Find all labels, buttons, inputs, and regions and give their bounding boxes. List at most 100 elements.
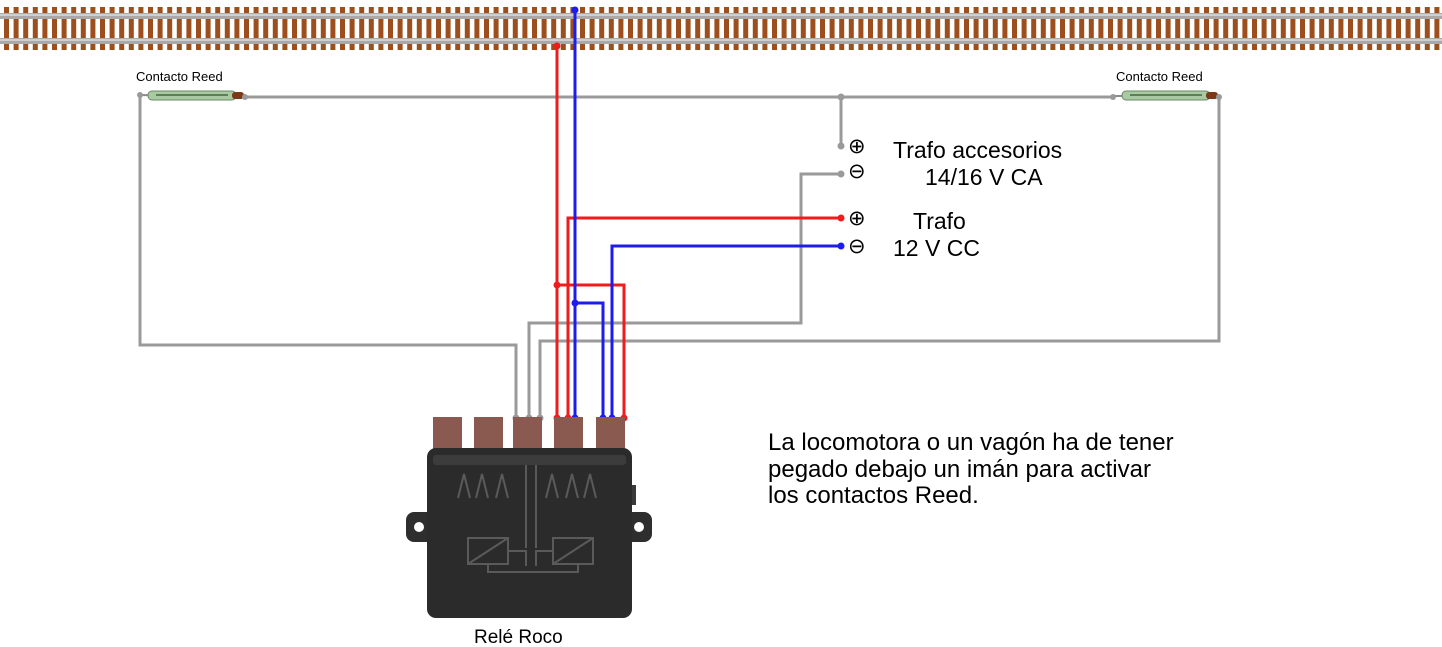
- track-tie: [186, 7, 192, 50]
- track-tie: [541, 7, 547, 50]
- track-tie: [820, 7, 825, 50]
- track-tie: [1136, 7, 1142, 50]
- track-tie: [589, 7, 595, 50]
- track-tie: [1252, 7, 1257, 50]
- trafo-label: Trafo: [913, 208, 966, 234]
- track-tie: [944, 7, 950, 50]
- note-text: La locomotora o un vagón ha de tener peg…: [768, 429, 1174, 509]
- track-tie: [1098, 7, 1104, 50]
- track-tie: [560, 7, 566, 50]
- track-tie: [512, 7, 518, 50]
- track-tie: [128, 7, 134, 50]
- track-tie: [1184, 7, 1190, 50]
- plus-terminal-symbol-acc: ⊕: [848, 134, 866, 158]
- track-tie: [1146, 7, 1152, 50]
- track-tie: [359, 7, 365, 50]
- track-tie: [52, 7, 57, 50]
- track-ties: [4, 7, 1440, 50]
- track-tie: [896, 7, 902, 50]
- track-tie: [503, 7, 509, 50]
- track-tie: [311, 7, 317, 50]
- track-tie: [772, 7, 777, 50]
- reed-switch-left: [137, 90, 248, 101]
- track-tie: [196, 7, 201, 50]
- track-tie: [1319, 7, 1325, 50]
- track-tie: [138, 7, 144, 50]
- track-tie: [340, 7, 345, 50]
- track-tie: [1012, 7, 1017, 50]
- track-tie: [90, 7, 96, 50]
- track-tie: [445, 7, 451, 50]
- track-tie: [685, 7, 691, 50]
- railway-track: [0, 7, 1442, 50]
- note-line-3: los contactos Reed.: [768, 482, 979, 509]
- track-tie: [455, 7, 461, 50]
- track-tie: [301, 7, 307, 50]
- track-tie: [1060, 7, 1065, 50]
- track-tie: [551, 7, 557, 50]
- relay-terminal-4: [554, 417, 583, 451]
- relay-terminal-3: [513, 417, 542, 451]
- track-tie: [416, 7, 422, 50]
- track-tie: [244, 7, 249, 50]
- track-tie: [1127, 7, 1133, 50]
- track-tie: [320, 7, 326, 50]
- track-tie: [906, 7, 912, 50]
- track-tie: [1050, 7, 1056, 50]
- relay-roco: [406, 417, 652, 618]
- minus-terminal-symbol-dc: ⊖: [848, 234, 866, 258]
- track-tie: [1434, 7, 1440, 50]
- track-tie: [608, 7, 614, 50]
- track-tie: [992, 7, 998, 50]
- track-tie: [263, 7, 269, 50]
- track-tie: [1002, 7, 1008, 50]
- track-tie: [1261, 7, 1267, 50]
- track-tie: [167, 7, 173, 50]
- relay-terminal-1: [433, 417, 462, 451]
- track-tie: [532, 7, 537, 50]
- track-tie: [1396, 7, 1401, 50]
- track-tie: [887, 7, 893, 50]
- track-tie: [109, 7, 115, 50]
- track-tie: [1328, 7, 1334, 50]
- track-tie: [733, 7, 739, 50]
- track-tie: [349, 7, 355, 50]
- track-tie: [858, 7, 864, 50]
- red-wires: [555, 46, 841, 420]
- track-tie: [1367, 7, 1373, 50]
- track-tie: [676, 7, 681, 50]
- trafo-terminal-symbols: ⊕ ⊖ ⊕ ⊖: [848, 134, 866, 258]
- track-tie: [1223, 7, 1229, 50]
- track-tie: [1040, 7, 1046, 50]
- track-tie: [378, 7, 384, 50]
- track-tie: [704, 7, 710, 50]
- note-line-1: La locomotora o un vagón ha de tener: [768, 429, 1174, 456]
- track-tie: [1031, 7, 1037, 50]
- track-tie: [839, 7, 845, 50]
- track-tie: [426, 7, 432, 50]
- track-tie: [4, 7, 9, 50]
- track-tie: [1386, 7, 1392, 50]
- track-tie: [781, 7, 787, 50]
- minus-terminal-symbol-acc: ⊖: [848, 159, 866, 183]
- track-tie: [954, 7, 960, 50]
- track-tie: [637, 7, 643, 50]
- track-tie: [436, 7, 441, 50]
- track-tie: [1348, 7, 1353, 50]
- track-tie: [1021, 7, 1027, 50]
- track-tie: [916, 7, 921, 50]
- gray-wires: [138, 95, 1221, 420]
- track-tie: [407, 7, 413, 50]
- track-tie: [925, 7, 931, 50]
- track-tie: [829, 7, 835, 50]
- track-tie: [148, 7, 153, 50]
- track-tie: [1415, 7, 1421, 50]
- track-tie: [330, 7, 336, 50]
- trafo-accesorios-label: Trafo accesorios: [893, 137, 1062, 163]
- track-tie: [119, 7, 125, 50]
- track-tie: [618, 7, 624, 50]
- track-tie: [1069, 7, 1075, 50]
- track-tie: [647, 7, 653, 50]
- relay-label: Relé Roco: [474, 627, 563, 647]
- track-tie: [522, 7, 528, 50]
